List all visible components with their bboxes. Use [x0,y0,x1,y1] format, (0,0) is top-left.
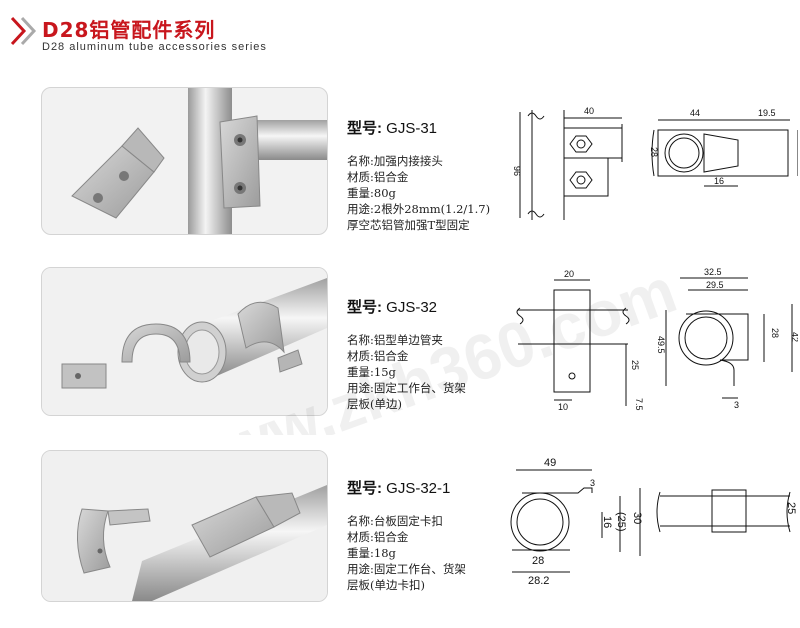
svg-text:25: 25 [785,502,797,514]
spec-use: 用途:固定工作台、货架 [347,381,466,395]
spec-use: 用途:2根外28mm(1.2/1.7) [347,202,491,216]
spec-material: 材质:铝合金 [347,349,409,363]
svg-text:(25): (25) [615,512,627,532]
model-number: 型号: GJS-31 [347,120,438,137]
svg-text:25: 25 [630,360,640,370]
svg-text:32.5: 32.5 [704,267,722,277]
page-title: D28铝管配件系列 [42,18,216,42]
spec-name: 名称:台板固定卡扣 [347,514,443,528]
svg-text:96: 96 [512,166,522,176]
svg-text:28.2: 28.2 [528,575,549,587]
product-spec-gjs-32: 型号: GJS-32 名称:铝型单边管夹 材质:铝合金 重量:15g 用途:固定… [347,300,466,412]
svg-text:7.5: 7.5 [634,398,644,411]
svg-text:16: 16 [601,516,613,528]
technical-drawing-gjs-32-1: 49 3 16 (25) 30 28 28.2 25 [510,457,797,587]
svg-text:3: 3 [590,478,595,488]
svg-text:16: 16 [714,176,724,186]
spec-material: 材质:铝合金 [347,170,409,184]
spec-use-line2: 层板(单边) [347,397,402,411]
product-spec-gjs-32-1: 型号: GJS-32-1 名称:台板固定卡扣 材质:铝合金 重量:18g 用途:… [347,481,466,593]
spec-name: 名称:铝型单边管夹 [347,333,443,347]
page-subtitle: D28 aluminum tube accessories series [42,41,267,53]
spec-use-line2: 层板(单边卡扣) [347,578,425,592]
svg-text:28: 28 [649,147,659,157]
spec-name: 名称:加强内接接头 [347,154,443,168]
model-number: 型号: GJS-32 [347,299,438,316]
svg-text:29.5: 29.5 [706,280,724,290]
svg-text:42: 42 [790,332,798,342]
svg-text:28: 28 [532,555,544,567]
double-chevron-icon [10,16,37,46]
spec-use: 用途:固定工作台、货架 [347,562,466,576]
svg-text:49.5: 49.5 [656,336,666,354]
product-spec-gjs-31: 型号: GJS-31 名称:加强内接接头 材质:铝合金 重量:80g 用途:2根… [347,121,490,233]
spec-use-line2: 厚空芯铝管加强T型固定 [347,218,470,232]
model-number: 型号: GJS-32-1 [347,480,451,497]
product-photo-gjs-31 [41,87,328,235]
technical-drawing-gjs-31: 40 96 44 19.5 28 16 [512,106,798,220]
svg-text:44: 44 [690,108,700,118]
spec-material: 材质:铝合金 [347,530,409,544]
svg-text:49: 49 [544,457,556,469]
svg-text:19.5: 19.5 [758,108,776,118]
product-photo-gjs-32 [41,267,328,416]
svg-text:30: 30 [631,512,643,524]
spec-weight: 重量:15g [347,365,396,379]
page-header: D28铝管配件系列 D28 aluminum tube accessories … [0,0,800,62]
svg-text:10: 10 [558,402,568,412]
product-photo-gjs-32-1 [41,450,328,602]
svg-text:28: 28 [770,328,780,338]
svg-text:3: 3 [734,400,739,410]
svg-text:20: 20 [564,269,574,279]
svg-text:40: 40 [584,106,594,116]
technical-drawing-gjs-32: 20 25 10 7.5 32.5 29.5 28 49.5 42 3 [516,267,798,412]
spec-weight: 重量:80g [347,186,396,200]
spec-weight: 重量:18g [347,546,396,560]
